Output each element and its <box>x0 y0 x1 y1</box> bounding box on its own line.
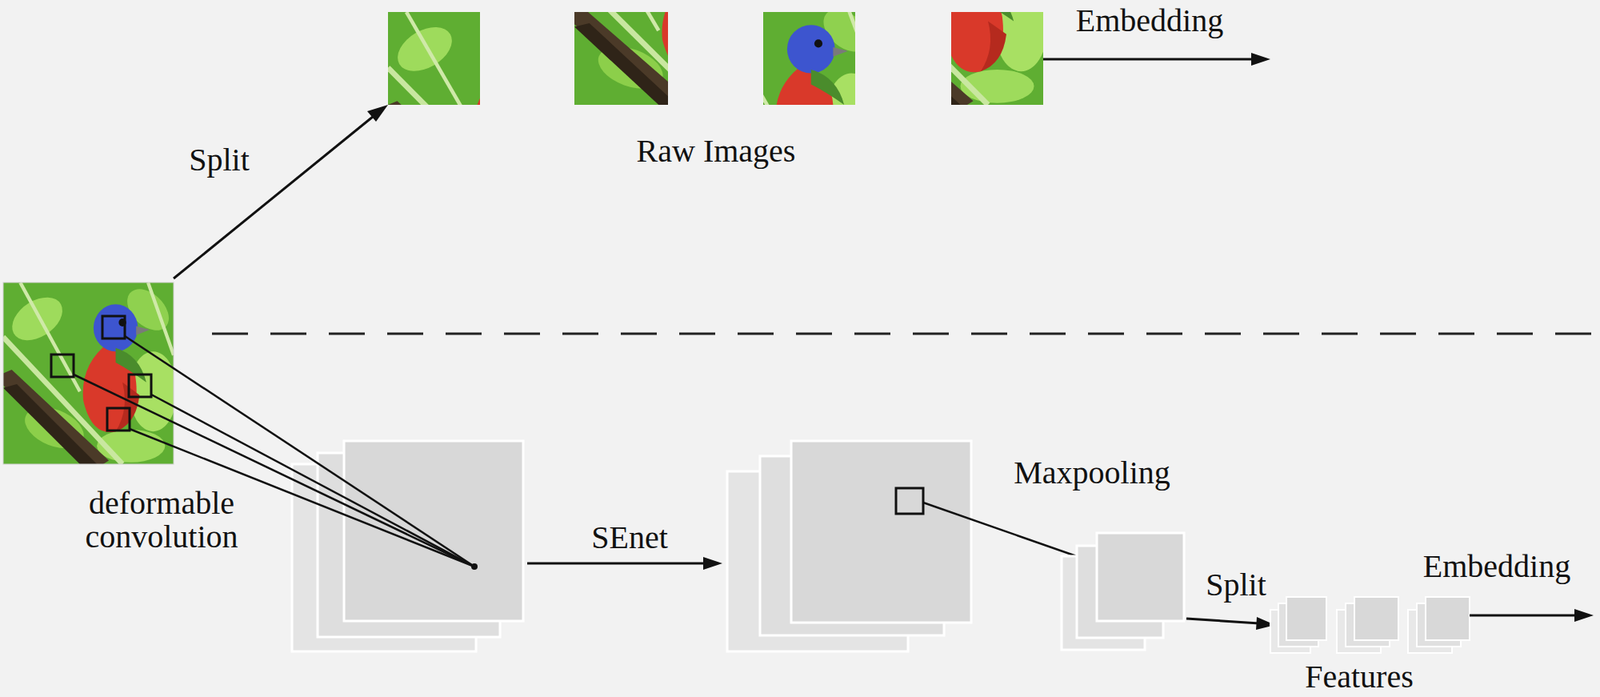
image-patch <box>850 0 1048 112</box>
feature-map <box>791 440 972 623</box>
bird-image <box>0 280 177 472</box>
image-patch <box>564 0 765 112</box>
split-arrow <box>173 112 378 279</box>
output-label: Embedding <box>1423 549 1571 584</box>
arrow-label: SEnet <box>591 520 668 555</box>
split-arrow <box>1186 618 1260 624</box>
embedding-arrow <box>1043 58 1255 61</box>
senet-arrow <box>527 562 706 565</box>
embedding-arrow <box>1469 614 1578 617</box>
arrow-label: Split <box>1205 568 1267 602</box>
output-label: Embedding <box>1076 4 1224 38</box>
sampling-points <box>51 316 152 431</box>
image-patch <box>379 10 576 205</box>
group-label: Raw Images <box>636 134 796 168</box>
pooling-window <box>896 488 924 514</box>
operation-label: deformable convolution <box>41 486 282 554</box>
dashed-separator <box>212 332 1600 336</box>
pooled-map <box>1096 532 1184 621</box>
operation-label: Maxpooling <box>1013 456 1171 490</box>
arrow-label: Split <box>188 143 250 177</box>
feature-map <box>344 440 524 621</box>
group-label: Features <box>1304 660 1414 694</box>
feature-patches <box>1270 596 1470 653</box>
